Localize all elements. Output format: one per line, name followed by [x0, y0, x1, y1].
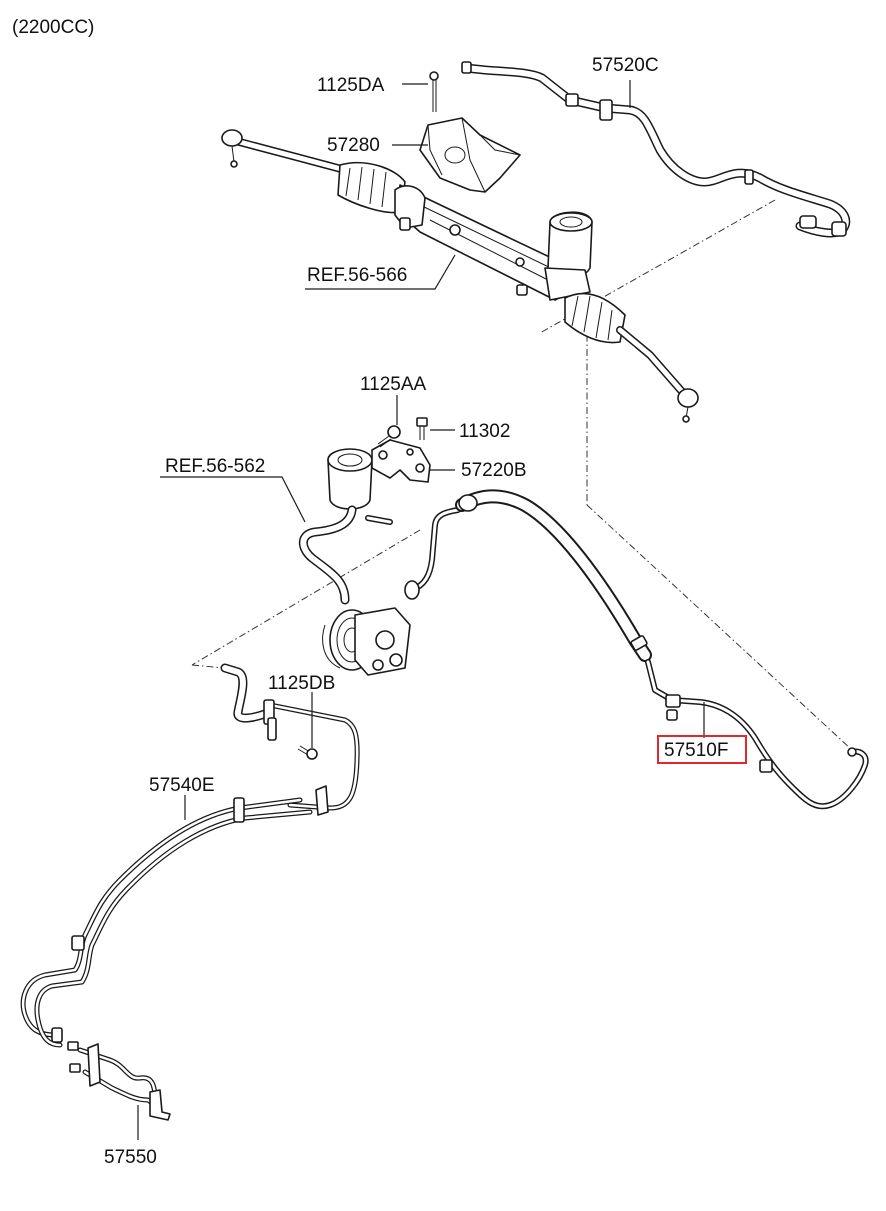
bolt-1125db[interactable]: [297, 745, 318, 760]
return-hose-upper[interactable]: [220, 663, 360, 811]
power-steering-pump[interactable]: [322, 607, 411, 676]
label-11302[interactable]: 11302: [459, 421, 510, 442]
reference-dash-lines: [191, 199, 853, 751]
label-1125aa[interactable]: 1125AA: [360, 374, 427, 395]
bracket-57220b[interactable]: [371, 439, 431, 483]
label-57540e[interactable]: 57540E: [149, 775, 215, 796]
label-57550[interactable]: 57550: [104, 1147, 157, 1168]
highlight-box-57510f: [657, 735, 747, 764]
steering-gear-assembly[interactable]: [221, 129, 699, 423]
bolt-11302[interactable]: [416, 417, 428, 440]
cooler-tube-57540e[interactable]: [20, 785, 329, 1048]
label-57520c[interactable]: 57520C: [592, 55, 659, 76]
bolt-1125aa[interactable]: [377, 425, 401, 448]
return-hose-57520c[interactable]: [461, 61, 851, 238]
label-1125da[interactable]: 1125DA: [317, 75, 385, 96]
label-57280[interactable]: 57280: [327, 135, 380, 156]
reservoir[interactable]: [298, 448, 393, 605]
label-ref-56-562[interactable]: REF.56-562: [165, 456, 265, 477]
bolt-1125da[interactable]: [429, 71, 439, 112]
label-57510f[interactable]: 57510F: [664, 740, 728, 761]
label-ref-56-566[interactable]: REF.56-566: [307, 265, 407, 286]
oil-cooler-57550[interactable]: [67, 1041, 171, 1121]
heat-protector-57280[interactable]: [419, 117, 521, 193]
leader-lines: [137, 80, 705, 1140]
label-57220b[interactable]: 57220B: [461, 460, 527, 481]
pressure-hose-57510f[interactable]: [404, 489, 869, 810]
engine-variant-title: (2200CC): [12, 17, 94, 38]
label-1125db[interactable]: 1125DB: [268, 673, 335, 694]
